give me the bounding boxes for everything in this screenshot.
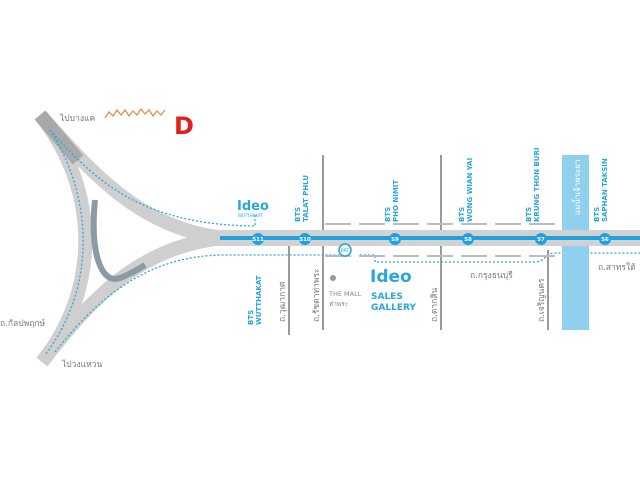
- station-s9[interactable]: S9: [389, 233, 401, 245]
- station-s11[interactable]: S11: [252, 233, 264, 245]
- station-label: S8: [464, 237, 472, 243]
- charoen-nakhon-road-label: ถ.เจริญนคร: [537, 278, 547, 322]
- station-label: S10: [299, 237, 311, 243]
- station-label: S7: [537, 237, 545, 243]
- brt-label: BRT: [341, 248, 350, 254]
- station-s6[interactable]: S6: [599, 233, 611, 245]
- ideo-wutthakat-logo: Ideo: [237, 199, 269, 214]
- bts-talat-phlu-label: BTS: [294, 207, 302, 222]
- the-mall-marker: [330, 275, 336, 281]
- station-label: S6: [601, 237, 609, 243]
- toll-plaza: [34, 110, 84, 165]
- taksin-road-label: ถ.ตากสิน: [430, 288, 440, 322]
- station-s10[interactable]: S10: [299, 233, 311, 245]
- wutthakat-road-label: ถ.วุฒากาศ: [278, 281, 288, 322]
- bts-pho-nimit-name: PHO NIMIT: [392, 180, 400, 222]
- bts-saphan-taksin-label: BTS: [593, 207, 601, 222]
- bts-wong-wian-yai-name: WONG WIAN YAI: [466, 158, 474, 222]
- loop-ramp: [90, 199, 147, 282]
- to-bang-khae-label: ไปบางแค: [59, 113, 95, 124]
- sathorn-tai-road-label: ถ.สาทรใต้: [598, 262, 636, 273]
- brt-station[interactable]: BRT: [338, 243, 352, 257]
- river-label: แม่น้ำเจ้าพระยา: [571, 160, 582, 215]
- bts-krung-thon-buri-name: KRUNG THON BURI: [533, 148, 541, 222]
- brand-d-logo: D: [174, 112, 194, 140]
- bts-wutthakat-name: WUTTHAKAT: [255, 275, 263, 325]
- ratchada-thapra-road-label: ถ.รัชดาท่าพระ: [312, 268, 322, 322]
- gallery-label: GALLERY: [371, 303, 416, 313]
- kalapaphruek-road-label: ถ.กัลปพฤกษ์: [0, 318, 45, 329]
- ideo-wutthakat-sub: WUTTHAKAT: [238, 213, 263, 218]
- bts-wutthakat-label: BTS: [247, 310, 255, 325]
- station-label: S9: [391, 237, 399, 243]
- the-mall-label: THE MALL: [328, 290, 362, 298]
- sales-label: SALES: [371, 292, 403, 302]
- station-s8[interactable]: S8: [462, 233, 474, 245]
- bts-saphan-taksin-name: SAPHAN TAKSIN: [601, 158, 609, 222]
- bts-wong-wian-yai-label: BTS: [458, 207, 466, 222]
- bts-pho-nimit-label: BTS: [384, 207, 392, 222]
- parallel-roads: [325, 223, 560, 257]
- station-s7[interactable]: S7: [535, 233, 547, 245]
- bts-talat-phlu-name: TALAT PHLU: [302, 175, 310, 222]
- bts-labels: BTS TALAT PHLU BTS WUTTHAKAT BTS PHO NIM…: [247, 148, 609, 325]
- to-ring-road-label: ไปวงแหวน: [61, 359, 102, 370]
- krung-thonburi-road-label: ถ.กรุงธนบุรี: [470, 270, 513, 281]
- brand-skyline-logo: [104, 107, 166, 119]
- bts-extension-dotted: [44, 129, 640, 356]
- bts-krung-thon-buri-label: BTS: [525, 207, 533, 222]
- the-mall-sub-label: ท่าพระ: [329, 300, 348, 308]
- station-label: S11: [252, 237, 264, 243]
- ideo-gallery-logo: Ideo: [370, 267, 412, 287]
